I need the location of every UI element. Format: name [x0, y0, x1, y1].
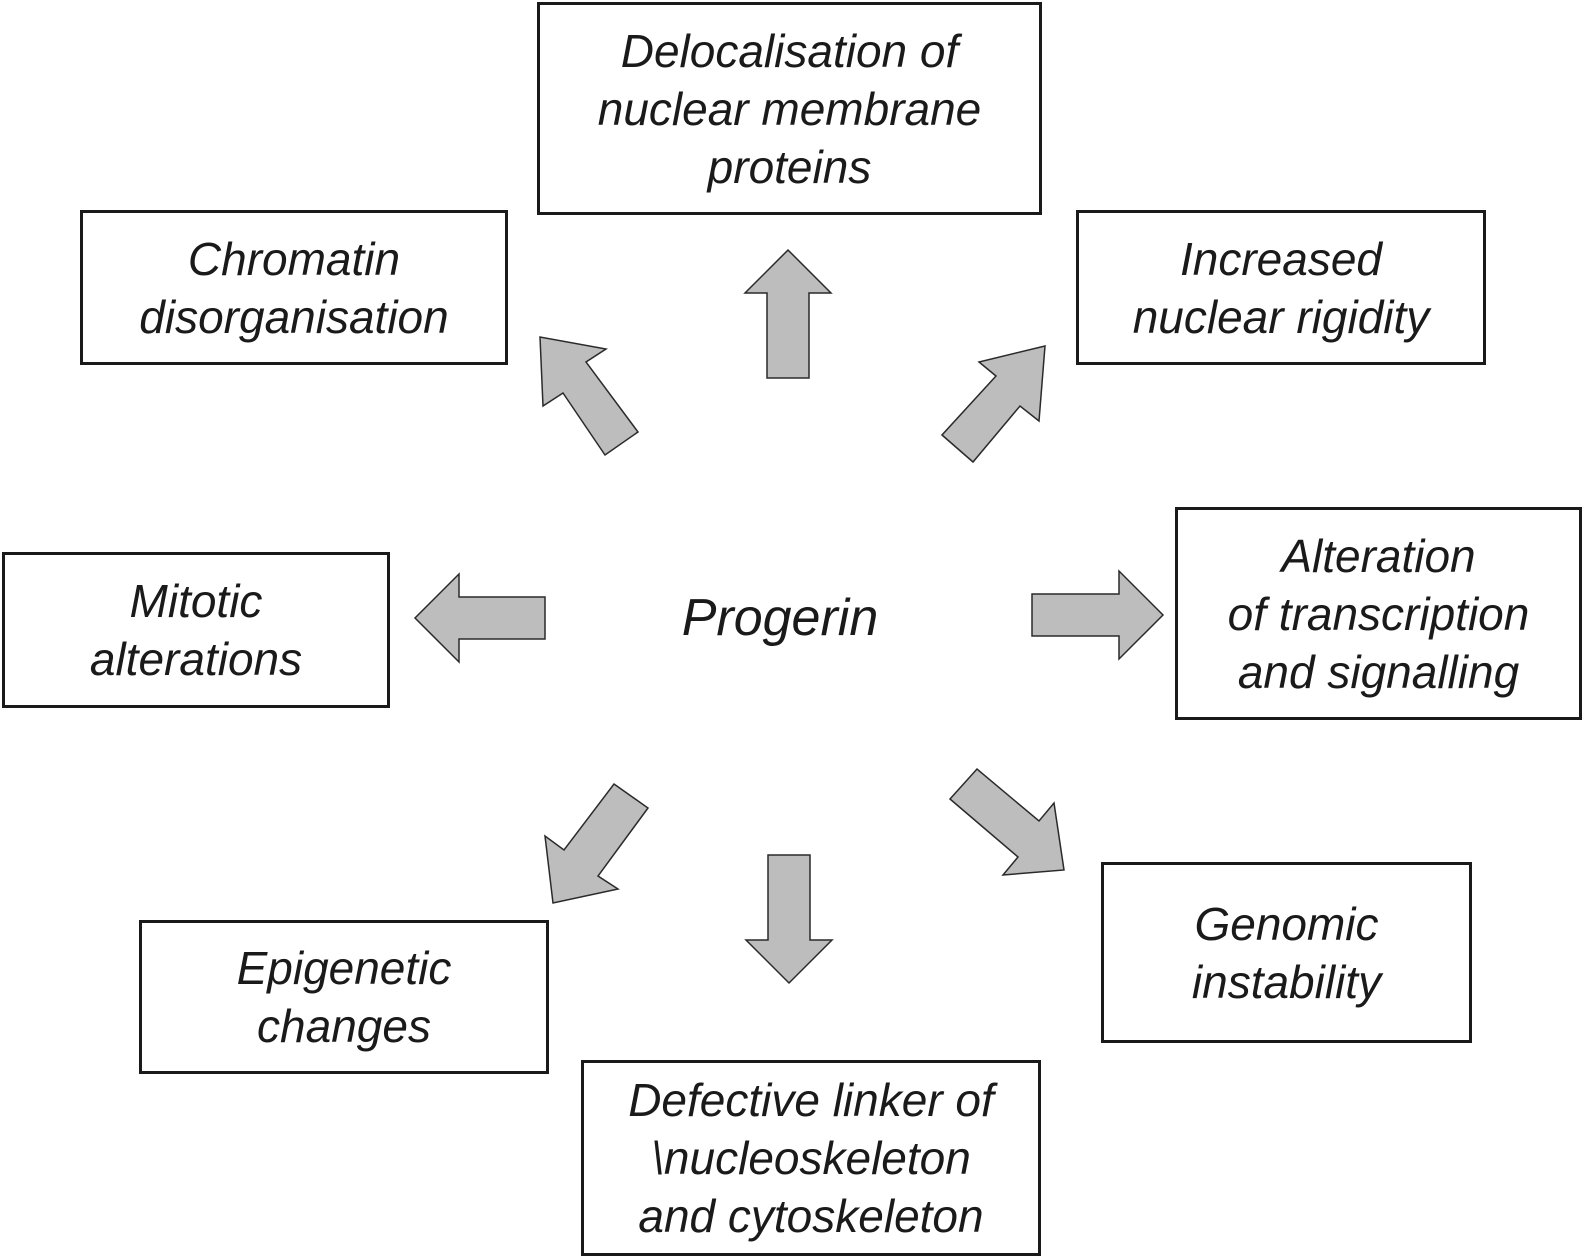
box-genomic: Genomic instability	[1101, 862, 1472, 1043]
box-linker: Defective linker of \nucleoskeleton and …	[581, 1060, 1041, 1256]
arrow-up-right-icon	[940, 345, 1046, 464]
box-transcription: Alteration of transcription and signalli…	[1175, 507, 1582, 720]
arrow-down-icon	[744, 854, 834, 985]
box-rigidity: Increased nuclear rigidity	[1076, 210, 1486, 365]
center-label-progerin: Progerin	[681, 589, 879, 647]
arrow-down-left-icon	[544, 782, 650, 904]
arrow-right-icon	[1031, 569, 1165, 661]
box-delocalisation: Delocalisation of nuclear membrane prote…	[537, 2, 1042, 215]
box-mitotic: Mitotic alterations	[2, 552, 390, 708]
arrow-up-left-icon	[539, 336, 640, 457]
arrow-up-icon	[743, 248, 833, 379]
arrow-left-icon	[413, 572, 546, 664]
arrow-down-right-icon	[948, 767, 1065, 876]
box-chromatin: Chromatin disorganisation	[80, 210, 508, 365]
box-epigenetic: Epigenetic changes	[139, 920, 549, 1074]
